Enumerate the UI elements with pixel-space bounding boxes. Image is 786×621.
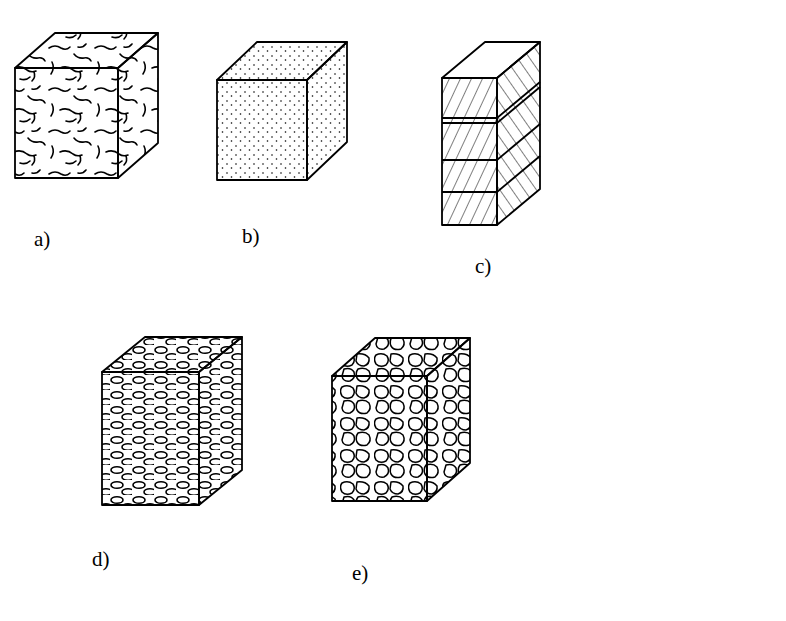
figure-label: a): [34, 228, 50, 251]
layered-cube: [442, 42, 540, 225]
aligned-pore-cube: [102, 337, 242, 505]
granular-cube: [217, 42, 347, 180]
figure-label: b): [242, 225, 260, 248]
figure-label: e): [352, 562, 368, 585]
fibrous-cube: [15, 33, 158, 178]
figure-label: c): [475, 255, 491, 278]
figure-label: d): [92, 548, 110, 571]
cellular-cube: [332, 338, 470, 501]
